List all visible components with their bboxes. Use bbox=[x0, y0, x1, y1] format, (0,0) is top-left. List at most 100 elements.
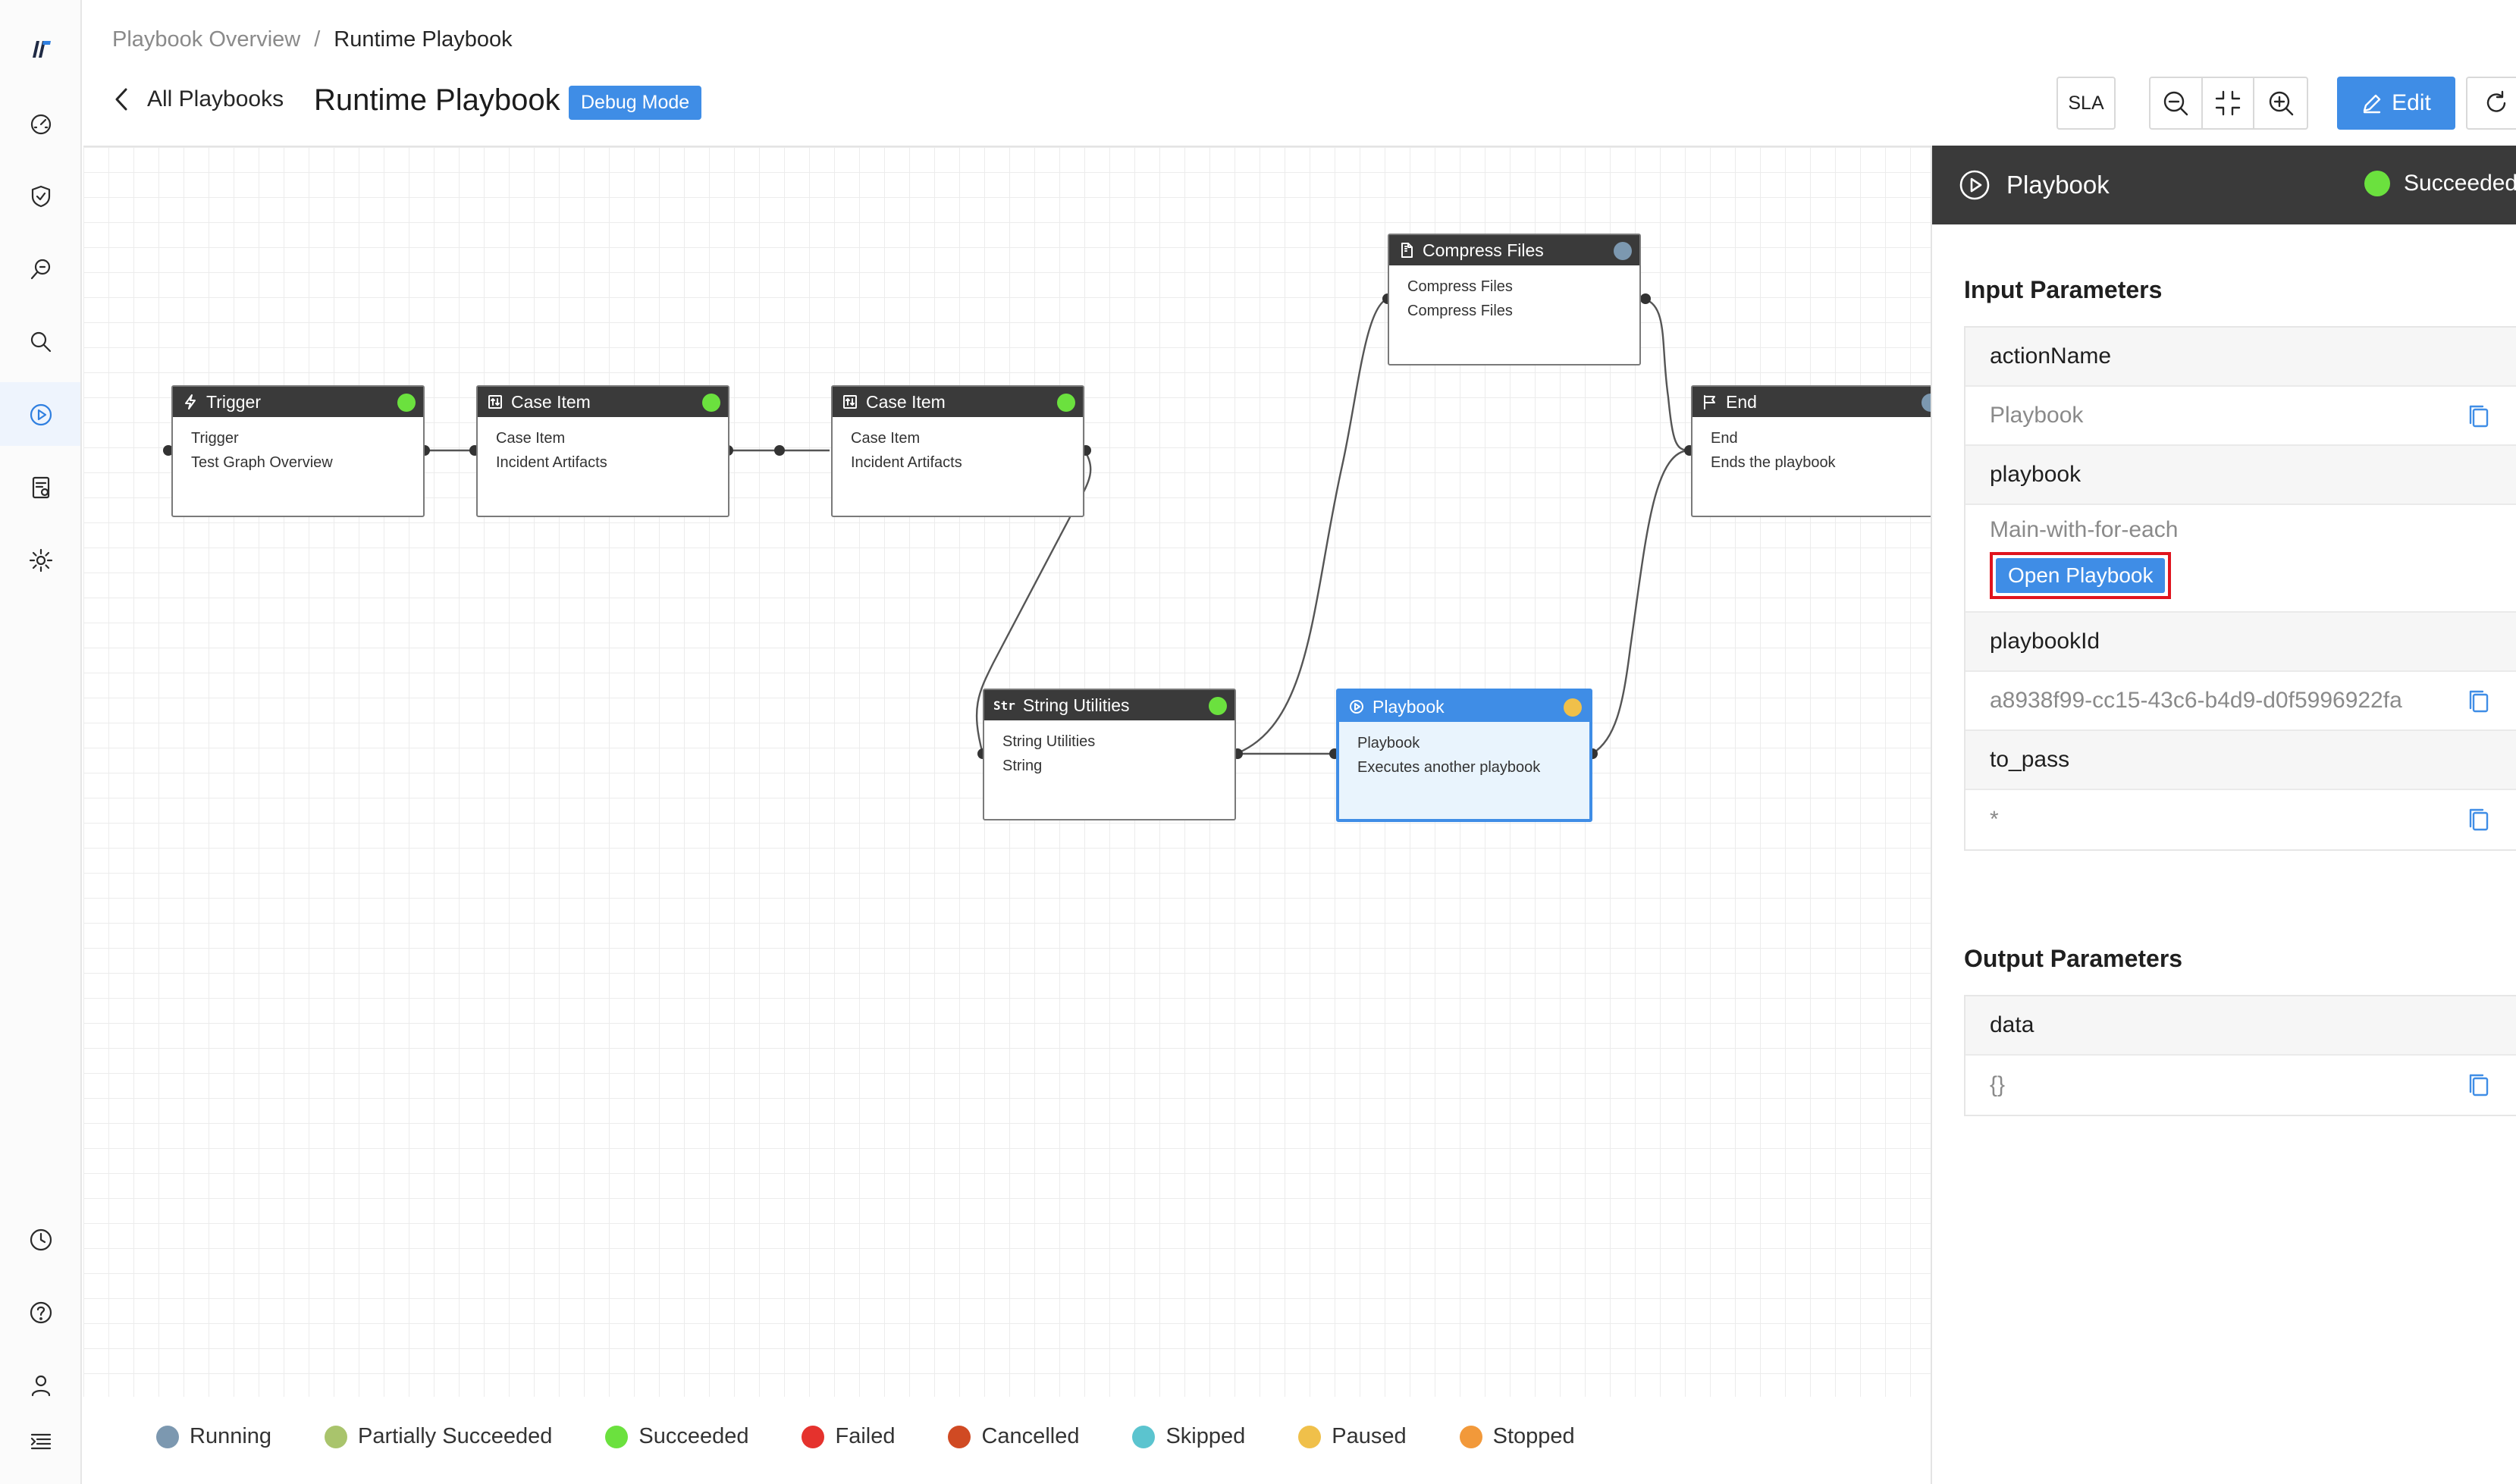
param-value: Playbook bbox=[1990, 403, 2084, 428]
copy-icon[interactable] bbox=[2467, 807, 2490, 833]
param-value: a8938f99-cc15-43c6-b4d9-d0f5996922fa bbox=[1990, 688, 2402, 713]
copy-icon[interactable] bbox=[2467, 1072, 2490, 1098]
node-header: Case Item bbox=[833, 387, 1083, 417]
node-title: Case Item bbox=[866, 391, 946, 412]
legend-label: Paused bbox=[1332, 1424, 1407, 1448]
port bbox=[774, 445, 785, 456]
case-item-icon bbox=[843, 395, 857, 409]
copy-icon[interactable] bbox=[2467, 689, 2490, 714]
playbook-canvas[interactable]: Trigger Trigger Test Graph Overview Case… bbox=[83, 146, 1940, 1397]
file-icon bbox=[1401, 243, 1413, 258]
node-body: Case Item Incident Artifacts bbox=[833, 417, 1083, 475]
chevron-left-icon bbox=[115, 88, 127, 111]
legend-dot bbox=[605, 1425, 629, 1448]
status-dot bbox=[397, 394, 416, 412]
node-header: Str String Utilities bbox=[984, 690, 1234, 720]
node-case-item-2[interactable]: Case Item Case Item Incident Artifacts bbox=[831, 385, 1084, 517]
shield-icon[interactable] bbox=[20, 176, 61, 217]
lightning-icon bbox=[185, 394, 196, 409]
investigate-icon[interactable] bbox=[20, 249, 61, 290]
zoom-in-button[interactable] bbox=[2254, 78, 2307, 128]
breadcrumb-parent[interactable]: Playbook Overview bbox=[112, 27, 301, 52]
node-line1: Case Item bbox=[851, 430, 921, 447]
node-case-item-1[interactable]: Case Item Case Item Incident Artifacts bbox=[476, 385, 729, 517]
copy-icon[interactable] bbox=[2467, 403, 2490, 429]
legend-item: Partially Succeeded bbox=[325, 1424, 552, 1449]
refresh-icon bbox=[2486, 90, 2506, 112]
legend-dot bbox=[1298, 1425, 1322, 1448]
zoom-in-icon bbox=[2269, 91, 2293, 116]
settings-icon[interactable] bbox=[20, 540, 61, 581]
node-compress-files[interactable]: Compress Files Compress Files Compress F… bbox=[1388, 234, 1641, 366]
legend-dot bbox=[802, 1425, 825, 1448]
node-line2: Executes another playbook bbox=[1357, 759, 1541, 776]
node-body: Trigger Test Graph Overview bbox=[173, 417, 423, 475]
edit-button[interactable]: Edit bbox=[2337, 77, 2455, 130]
node-line2: Test Graph Overview bbox=[191, 454, 333, 471]
node-string-utilities[interactable]: Str String Utilities String Utilities St… bbox=[983, 689, 1236, 820]
edge-playbook-end bbox=[1592, 449, 1690, 755]
menu-icon[interactable] bbox=[20, 1421, 61, 1462]
string-icon: Str bbox=[993, 698, 1015, 713]
status-dot bbox=[2364, 171, 2390, 196]
edge-string-compress bbox=[1235, 297, 1388, 755]
param-value: {} bbox=[1990, 1072, 2006, 1097]
legend-dot bbox=[1132, 1425, 1156, 1448]
fit-to-screen-button[interactable] bbox=[2203, 78, 2255, 128]
legend-label: Failed bbox=[835, 1424, 896, 1448]
legend-item: Skipped bbox=[1132, 1424, 1245, 1449]
node-line1: String Utilities bbox=[1002, 733, 1096, 750]
node-playbook[interactable]: Playbook Playbook Executes another playb… bbox=[1336, 689, 1592, 822]
output-parameters: data {} bbox=[1964, 995, 2516, 1116]
output-parameters-title: Output Parameters bbox=[1964, 945, 2183, 972]
node-line1: Compress Files bbox=[1407, 278, 1513, 295]
legend-item: Failed bbox=[802, 1424, 895, 1449]
node-body: Playbook Executes another playbook bbox=[1339, 722, 1589, 780]
app-logo-icon[interactable] bbox=[20, 27, 61, 68]
search-icon[interactable] bbox=[20, 322, 61, 362]
param-value: * bbox=[1990, 807, 1999, 832]
node-body: String Utilities String bbox=[984, 720, 1234, 778]
refresh-button[interactable] bbox=[2466, 77, 2516, 130]
param-key: playbook bbox=[1965, 446, 2516, 505]
param-value-row: {} bbox=[1965, 1056, 2516, 1115]
help-icon[interactable] bbox=[20, 1292, 61, 1333]
port bbox=[1640, 293, 1651, 304]
node-line2: Compress Files bbox=[1407, 303, 1513, 319]
open-playbook-button[interactable]: Open Playbook bbox=[1996, 558, 2166, 593]
legend-label: Running bbox=[190, 1424, 272, 1448]
back-link-label: All Playbooks bbox=[147, 86, 284, 111]
edit-button-label: Edit bbox=[2392, 90, 2431, 115]
node-end[interactable]: End End Ends the playbook bbox=[1691, 385, 1940, 517]
nav-active-highlight bbox=[0, 382, 80, 446]
dashboard-icon[interactable] bbox=[20, 103, 61, 144]
pencil-icon bbox=[2363, 94, 2381, 114]
node-body: Compress Files Compress Files bbox=[1389, 265, 1639, 323]
zoom-out-button[interactable] bbox=[2151, 78, 2203, 128]
panel-status-label: Succeeded bbox=[2404, 171, 2516, 196]
node-line1: Playbook bbox=[1357, 735, 1420, 751]
playbook-icon[interactable] bbox=[20, 394, 61, 435]
node-header: Compress Files bbox=[1389, 235, 1639, 265]
port bbox=[163, 445, 174, 456]
panel-header: Playbook Succeeded bbox=[1932, 146, 2516, 224]
node-header: Playbook bbox=[1339, 692, 1589, 722]
reports-icon[interactable] bbox=[20, 467, 61, 508]
node-trigger[interactable]: Trigger Trigger Test Graph Overview bbox=[171, 385, 425, 517]
node-line1: Case Item bbox=[496, 430, 566, 447]
param-value-row: * bbox=[1965, 790, 2516, 849]
status-dot bbox=[1057, 394, 1075, 412]
node-header: Trigger bbox=[173, 387, 423, 417]
edge-compress-end bbox=[1643, 297, 1690, 452]
param-key: playbookId bbox=[1965, 613, 2516, 672]
node-line2: Incident Artifacts bbox=[851, 454, 962, 471]
param-key: data bbox=[1965, 996, 2516, 1056]
node-title: String Utilities bbox=[1022, 695, 1130, 715]
sla-button[interactable]: SLA bbox=[2056, 77, 2116, 130]
history-icon[interactable] bbox=[20, 1219, 61, 1260]
legend-label: Succeeded bbox=[638, 1424, 749, 1448]
legend-label: Partially Succeeded bbox=[358, 1424, 553, 1448]
node-line1: Trigger bbox=[191, 430, 239, 447]
user-icon[interactable] bbox=[20, 1365, 61, 1406]
back-to-all-playbooks[interactable]: All Playbooks bbox=[111, 86, 284, 112]
